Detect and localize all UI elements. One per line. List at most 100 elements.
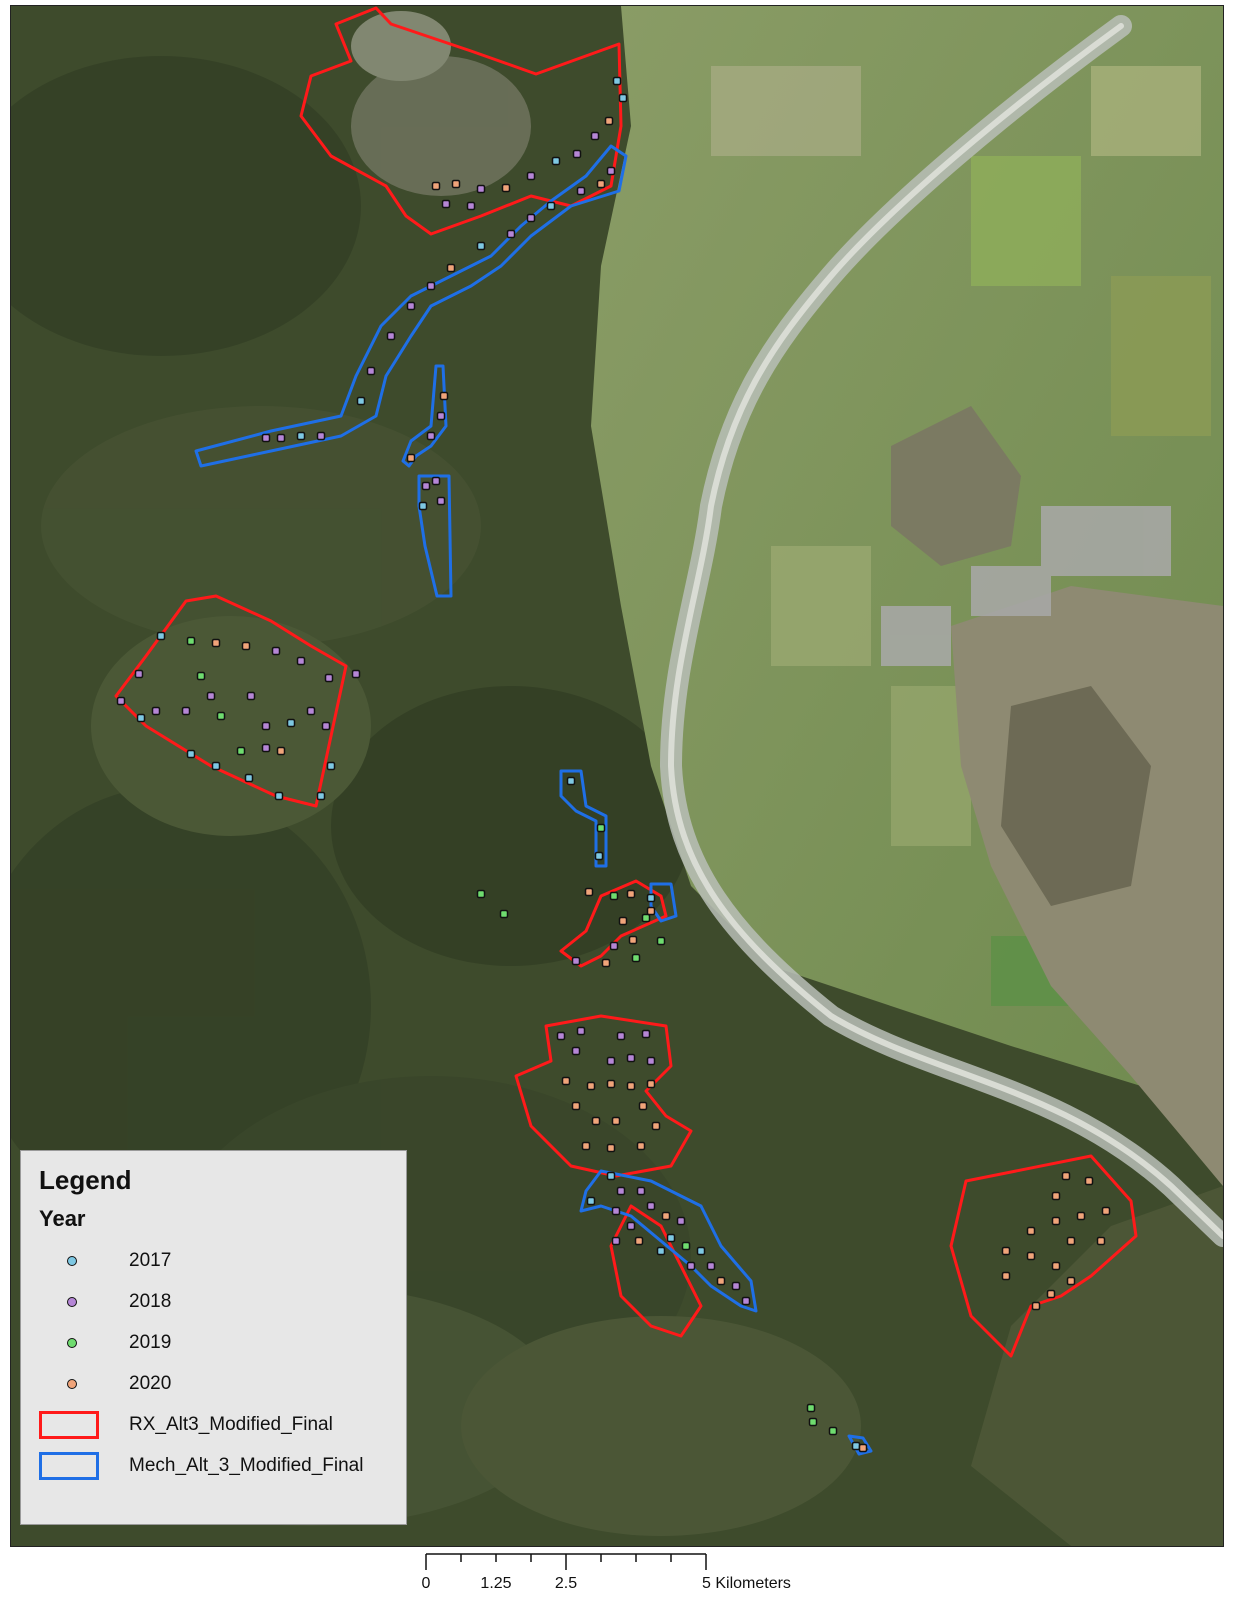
sample-point-2018[interactable] (321, 721, 331, 731)
sample-point-2018[interactable] (406, 301, 416, 311)
sample-point-2018[interactable] (576, 186, 586, 196)
sample-point-2020[interactable] (636, 1141, 646, 1151)
sample-point-2017[interactable] (326, 761, 336, 771)
sample-point-2020[interactable] (439, 391, 449, 401)
sample-point-2018[interactable] (616, 1031, 626, 1041)
sample-point-2018[interactable] (526, 213, 536, 223)
sample-point-2020[interactable] (604, 116, 614, 126)
sample-point-2019[interactable] (631, 953, 641, 963)
sample-point-2020[interactable] (606, 1143, 616, 1153)
sample-point-2020[interactable] (646, 1079, 656, 1089)
sample-point-2018[interactable] (646, 1201, 656, 1211)
sample-point-2018[interactable] (609, 941, 619, 951)
sample-point-2020[interactable] (561, 1076, 571, 1086)
sample-point-2019[interactable] (828, 1426, 838, 1436)
sample-point-2018[interactable] (116, 696, 126, 706)
mech-area-middle-strip[interactable] (559, 769, 608, 868)
sample-point-2020[interactable] (1076, 1211, 1086, 1221)
sample-point-2017[interactable] (211, 761, 221, 771)
sample-point-2018[interactable] (741, 1296, 751, 1306)
sample-point-2018[interactable] (606, 1056, 616, 1066)
sample-point-2018[interactable] (571, 1046, 581, 1056)
sample-point-2019[interactable] (641, 913, 651, 923)
sample-point-2018[interactable] (476, 184, 486, 194)
sample-point-2018[interactable] (556, 1031, 566, 1041)
sample-point-2018[interactable] (576, 1026, 586, 1036)
rx-area-east[interactable] (949, 1154, 1138, 1358)
sample-point-2019[interactable] (499, 909, 509, 919)
sample-point-2017[interactable] (316, 791, 326, 801)
sample-point-2017[interactable] (594, 851, 604, 861)
sample-point-2020[interactable] (858, 1443, 868, 1453)
sample-point-2020[interactable] (1101, 1206, 1111, 1216)
mech-area-middle-box[interactable] (649, 882, 678, 923)
sample-point-2017[interactable] (136, 713, 146, 723)
sample-point-2019[interactable] (216, 711, 226, 721)
sample-point-2018[interactable] (466, 201, 476, 211)
sample-point-2017[interactable] (606, 1171, 616, 1181)
sample-point-2018[interactable] (386, 331, 396, 341)
sample-point-2018[interactable] (571, 956, 581, 966)
sample-point-2018[interactable] (206, 691, 216, 701)
sample-point-2017[interactable] (296, 431, 306, 441)
sample-point-2019[interactable] (681, 1241, 691, 1251)
sample-point-2017[interactable] (546, 201, 556, 211)
sample-point-2017[interactable] (586, 1196, 596, 1206)
sample-point-2018[interactable] (431, 476, 441, 486)
sample-point-2020[interactable] (1066, 1236, 1076, 1246)
sample-point-2020[interactable] (628, 935, 638, 945)
sample-point-2019[interactable] (808, 1417, 818, 1427)
sample-point-2018[interactable] (606, 166, 616, 176)
sample-point-2018[interactable] (572, 149, 582, 159)
sample-point-2017[interactable] (851, 1441, 861, 1451)
sample-point-2020[interactable] (1061, 1171, 1071, 1181)
sample-point-2018[interactable] (181, 706, 191, 716)
sample-point-2020[interactable] (211, 638, 221, 648)
sample-point-2017[interactable] (666, 1233, 676, 1243)
sample-point-2018[interactable] (151, 706, 161, 716)
sample-point-2020[interactable] (431, 181, 441, 191)
sample-point-2020[interactable] (716, 1276, 726, 1286)
mech-area-south[interactable] (579, 1169, 758, 1313)
sample-point-2017[interactable] (244, 773, 254, 783)
sample-point-2020[interactable] (1001, 1271, 1011, 1281)
sample-point-2020[interactable] (581, 1141, 591, 1151)
sample-points[interactable] (116, 76, 1111, 1453)
sample-point-2018[interactable] (351, 669, 361, 679)
sample-point-2020[interactable] (626, 1081, 636, 1091)
sample-point-2018[interactable] (276, 433, 286, 443)
sample-point-2018[interactable] (261, 433, 271, 443)
sample-point-2018[interactable] (426, 281, 436, 291)
sample-point-2018[interactable] (686, 1261, 696, 1271)
sample-point-2019[interactable] (656, 936, 666, 946)
sample-point-2020[interactable] (446, 263, 456, 273)
sample-point-2018[interactable] (706, 1261, 716, 1271)
sample-point-2018[interactable] (271, 646, 281, 656)
sample-point-2018[interactable] (246, 691, 256, 701)
sample-point-2020[interactable] (1066, 1276, 1076, 1286)
sample-point-2020[interactable] (241, 641, 251, 651)
sample-point-2020[interactable] (1084, 1176, 1094, 1186)
sample-point-2020[interactable] (1026, 1226, 1036, 1236)
sample-point-2020[interactable] (626, 889, 636, 899)
sample-point-2020[interactable] (661, 1211, 671, 1221)
sample-point-2018[interactable] (611, 1236, 621, 1246)
sample-point-2019[interactable] (236, 746, 246, 756)
sample-point-2017[interactable] (646, 893, 656, 903)
sample-point-2018[interactable] (426, 431, 436, 441)
sample-point-2017[interactable] (612, 76, 622, 86)
sample-point-2019[interactable] (596, 823, 606, 833)
sample-point-2020[interactable] (1096, 1236, 1106, 1246)
sample-point-2018[interactable] (636, 1186, 646, 1196)
sample-point-2017[interactable] (356, 396, 366, 406)
sample-point-2020[interactable] (646, 906, 656, 916)
sample-point-2020[interactable] (1046, 1289, 1056, 1299)
sample-point-2017[interactable] (551, 156, 561, 166)
rx-area-north[interactable] (299, 6, 623, 236)
sample-point-2018[interactable] (676, 1216, 686, 1226)
sample-point-2017[interactable] (618, 93, 628, 103)
sample-point-2020[interactable] (606, 1079, 616, 1089)
sample-point-2020[interactable] (611, 1116, 621, 1126)
sample-point-2020[interactable] (618, 916, 628, 926)
sample-point-2017[interactable] (696, 1246, 706, 1256)
